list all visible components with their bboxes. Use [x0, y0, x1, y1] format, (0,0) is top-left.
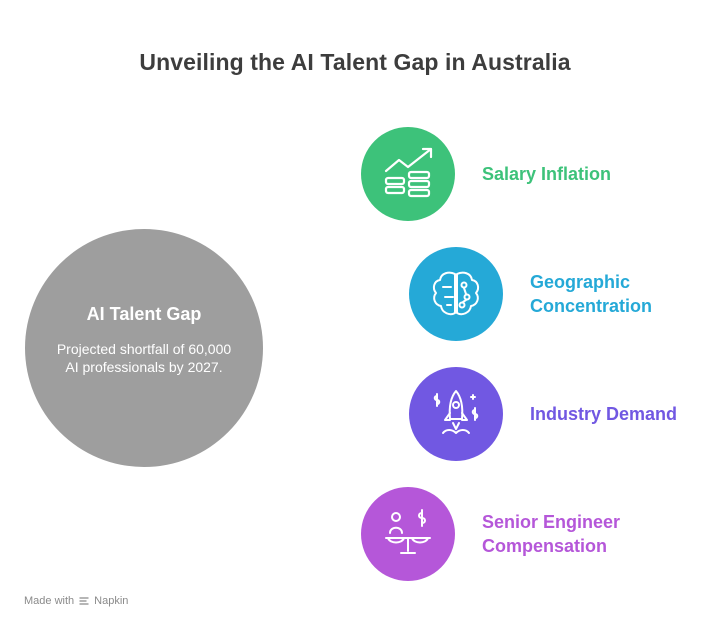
footer-brand: Napkin [94, 595, 129, 607]
brain-circuit-icon [432, 271, 480, 316]
salary-inflation-circle [361, 127, 455, 221]
money-growth-icon [384, 147, 433, 198]
central-circle: AI Talent Gap Projected shortfall of 60,… [25, 229, 263, 467]
footer-made-with: Made with [24, 595, 75, 607]
senior-engineer-compensation-circle [361, 487, 455, 581]
geographic-concentration-label: Geographic Concentration [530, 272, 653, 316]
footer-attribution: Made with Napkin [24, 595, 128, 607]
central-description: Projected shortfall of 60,000 AI profess… [56, 341, 232, 375]
salary-inflation-label: Salary Inflation [482, 164, 612, 184]
scale-compensation-icon [385, 509, 431, 554]
central-title: AI Talent Gap [86, 304, 202, 324]
page-title: Unveiling the AI Talent Gap in Australia [139, 49, 571, 75]
geographic-concentration-circle [409, 247, 503, 341]
rocket-icon [433, 390, 479, 434]
industry-demand-circle [409, 367, 503, 461]
industry-demand-label: Industry Demand [530, 404, 678, 424]
napkin-logo-icon [79, 597, 89, 605]
senior-engineer-compensation-label: Senior Engineer Compensation [482, 512, 621, 556]
